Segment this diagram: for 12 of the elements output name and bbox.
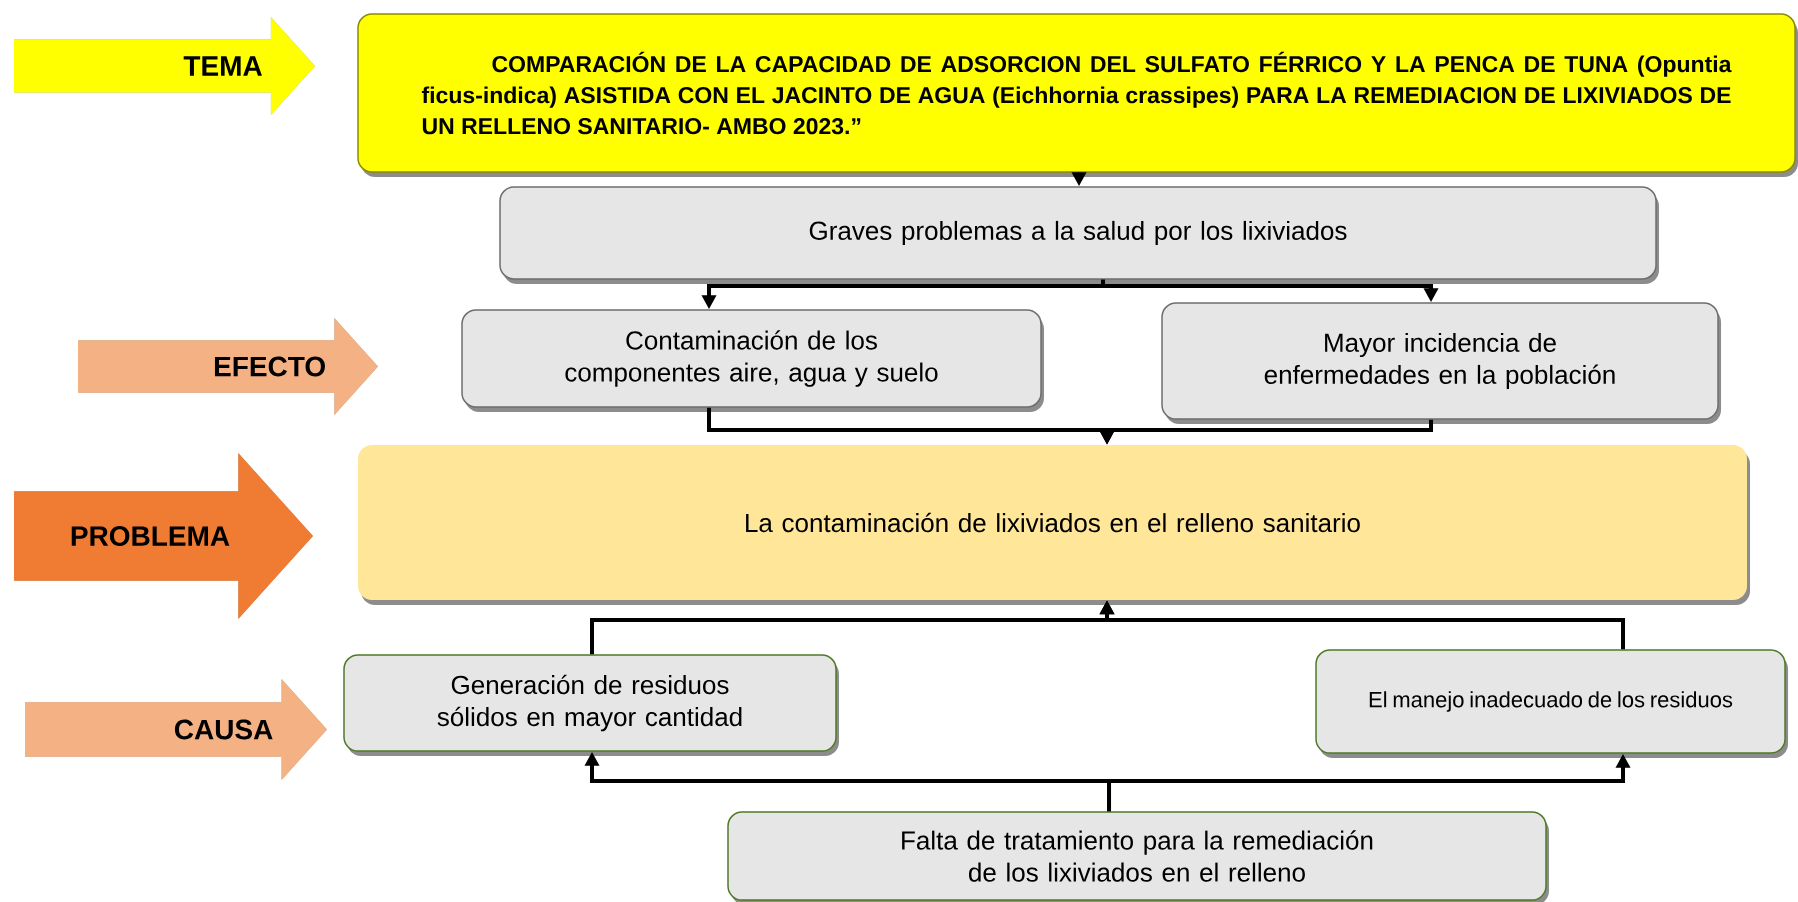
text-box: Generación de residuos sólidos en mayor cantidad xyxy=(343,654,839,756)
text-box: Graves problemas a la salud por los lixiviados xyxy=(499,186,1659,284)
text-box: La contaminación de lixiviados en el relleno sanitario xyxy=(358,445,1750,605)
text-box: Contaminación de los componentes aire, agua y suelo xyxy=(461,309,1044,412)
text-box: El manejo inadecuado de los residuos xyxy=(1315,649,1789,758)
section-label: TEMA xyxy=(14,17,315,115)
section-label: PROBLEMA xyxy=(14,453,313,619)
section-label: EFECTO xyxy=(78,318,378,415)
text-box: Falta de tratamiento para la remediación de los lixiviados en el relleno xyxy=(727,811,1549,902)
text-box: Mayor incidencia de enfermedades en la población xyxy=(1161,302,1721,424)
text-box: COMPARACIÓN DE LA CAPACIDAD DE ADSORCION DEL SULFATO FÉRRICO Y LA PENCA DE TUNA (Opuntia ficus-indica) ASISTIDA CON EL JACINTO DE AGUA (Eichhornia crassipes) PARA LA REMEDIACION DE LIXIVIADOS DE UN RELLENO SANITARIO- AMBO 2023.” xyxy=(357,13,1798,177)
section-label: CAUSA xyxy=(25,679,327,780)
